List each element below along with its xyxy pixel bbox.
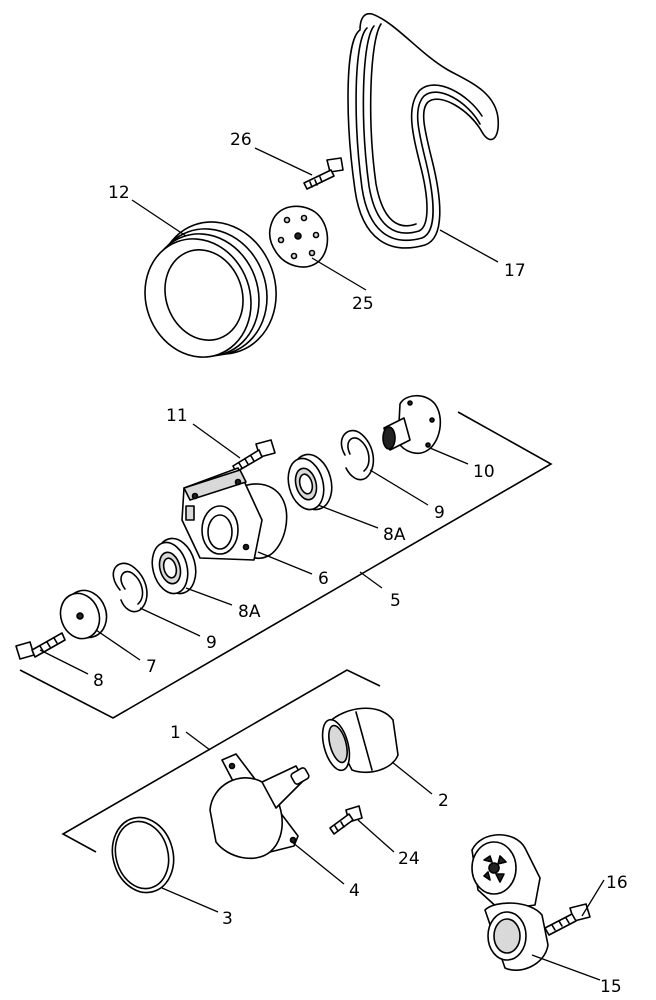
leader-10 bbox=[429, 447, 469, 465]
bolt-part-26 bbox=[303, 157, 344, 190]
assembly-bracket-5 bbox=[19, 411, 553, 719]
callout-4: 4 bbox=[349, 881, 360, 901]
snap-ring-part-9-upper bbox=[340, 429, 375, 481]
callout-10: 10 bbox=[473, 462, 495, 482]
tensioner-body-part-6 bbox=[181, 467, 288, 561]
leader-8a-lower bbox=[185, 587, 233, 606]
callout-9-upper: 9 bbox=[434, 503, 445, 523]
leader-3 bbox=[161, 887, 219, 913]
callout-9-lower: 9 bbox=[206, 633, 217, 653]
callout-25: 25 bbox=[352, 294, 374, 314]
leader-25 bbox=[311, 257, 367, 291]
callout-8a-upper: 8A bbox=[383, 525, 406, 545]
callout-7: 7 bbox=[146, 657, 157, 677]
sleeve-part-2 bbox=[321, 707, 399, 774]
callout-3: 3 bbox=[222, 909, 233, 929]
housing-part-4 bbox=[209, 753, 310, 860]
callout-8: 8 bbox=[93, 671, 104, 691]
bolt-part-11 bbox=[232, 439, 276, 473]
leader-9-lower bbox=[139, 607, 201, 637]
leader-5 bbox=[359, 571, 383, 589]
leader-1 bbox=[185, 731, 211, 751]
callout-15: 15 bbox=[600, 977, 622, 997]
tensioner-part-15 bbox=[471, 834, 549, 971]
leader-17 bbox=[439, 229, 499, 263]
o-ring-part-3 bbox=[111, 816, 175, 894]
leader-4 bbox=[291, 841, 345, 885]
callout-11: 11 bbox=[166, 406, 188, 426]
leader-8 bbox=[39, 649, 89, 675]
leader-2 bbox=[391, 761, 433, 795]
leader-16 bbox=[581, 879, 605, 917]
callout-24: 24 bbox=[398, 849, 420, 869]
callout-2: 2 bbox=[438, 791, 449, 811]
leader-7 bbox=[95, 629, 141, 661]
leader-9-upper bbox=[369, 469, 429, 506]
callout-6: 6 bbox=[318, 569, 329, 589]
pulley-part-7 bbox=[59, 589, 108, 640]
callout-12: 12 bbox=[108, 183, 130, 203]
leader-15 bbox=[531, 954, 601, 981]
snap-ring-part-9-lower bbox=[112, 562, 148, 613]
leader-11 bbox=[192, 423, 241, 459]
spacer-plate-part-25 bbox=[268, 205, 329, 268]
callout-1: 1 bbox=[170, 723, 181, 743]
bolt-part-24 bbox=[329, 805, 363, 835]
leader-lines bbox=[39, 147, 605, 981]
callout-5: 5 bbox=[390, 591, 401, 611]
bearing-part-8a-upper bbox=[287, 453, 333, 511]
hub-part-10 bbox=[382, 394, 442, 454]
bolt-part-16 bbox=[544, 903, 591, 936]
callout-16: 16 bbox=[606, 873, 628, 893]
callout-26: 26 bbox=[230, 130, 252, 150]
leader-6 bbox=[257, 551, 313, 575]
leader-24 bbox=[357, 819, 395, 853]
assembly-bracket-1 bbox=[61, 669, 381, 853]
belt-part-17 bbox=[347, 12, 500, 249]
leader-26 bbox=[254, 147, 313, 176]
callout-17: 17 bbox=[504, 261, 526, 281]
bolt-part-8 bbox=[15, 632, 66, 660]
callout-8a-lower: 8A bbox=[238, 602, 261, 622]
callouts: 26 12 17 25 11 10 9 8A 6 5 8A 9 7 8 1 2 … bbox=[93, 130, 628, 997]
leader-12 bbox=[131, 199, 187, 237]
leader-8a-upper bbox=[317, 504, 379, 529]
pulley-part-12 bbox=[144, 221, 277, 358]
bearing-part-8a-lower bbox=[151, 537, 197, 595]
